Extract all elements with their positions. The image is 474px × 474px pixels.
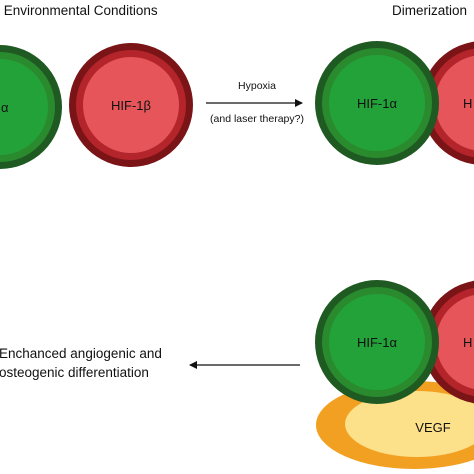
hif-1alpha-left-partial: α xyxy=(0,45,62,169)
outcome-line-1: Enchanced angiogenic and xyxy=(0,346,162,361)
hif-dimer-top: H HIF-1α xyxy=(315,41,474,165)
hif-1alpha-left-label: α xyxy=(1,100,9,115)
vegf-label: VEGF xyxy=(415,420,450,435)
hypoxia-label: Hypoxia xyxy=(238,80,276,92)
hif-dimer-bottom-with-vegf: VEGF H HIF-1α xyxy=(315,280,474,469)
vegf-ellipse: VEGF xyxy=(316,381,474,469)
header-dimerization: Dimerization xyxy=(392,3,467,18)
hif-1beta-monomer: HIF-1β xyxy=(69,43,193,167)
hif-1beta-dimer-bottom-label: H xyxy=(463,335,472,350)
header-environmental-conditions: l Environmental Conditions xyxy=(0,3,158,18)
hif-1alpha-dimer-bottom-label: HIF-1α xyxy=(357,335,398,350)
hif-1alpha-dimer-bottom: HIF-1α xyxy=(315,280,439,404)
laser-therapy-label: (and laser therapy?) xyxy=(210,113,304,125)
hypoxia-arrow: Hypoxia (and laser therapy?) xyxy=(206,80,304,125)
hif-1beta-dimer-bottom: H xyxy=(422,280,474,404)
hif-1beta-label: HIF-1β xyxy=(111,98,151,113)
hif-1beta-dimer-top-label: H xyxy=(463,96,472,111)
outcome-line-2: osteogenic differentiation xyxy=(0,365,149,380)
hif-1alpha-dimer-top: HIF-1α xyxy=(315,41,439,165)
hif-1alpha-dimer-top-label: HIF-1α xyxy=(357,96,398,111)
hif-1beta-dimer-top: H xyxy=(421,41,474,165)
